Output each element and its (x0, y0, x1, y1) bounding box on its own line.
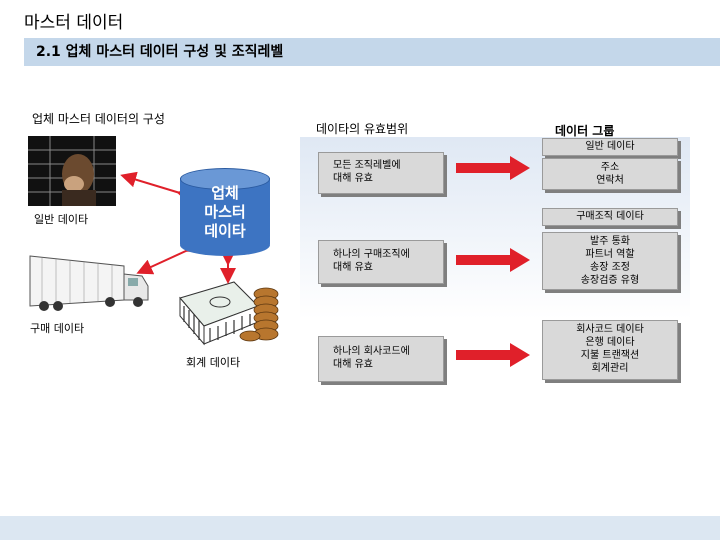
group-purch-title-box: 구매조직 데이타 (542, 208, 678, 226)
left-column-header: 업체 마스터 데이터의 구성 (32, 112, 165, 126)
group-general-title-box: 일반 데이타 (542, 138, 678, 156)
group-purch-items-box: 발주 통화 파트너 역할 송장 조정 송장검증 유형 (542, 232, 678, 290)
general-data-label: 일반 데이타 (34, 213, 89, 226)
scope-purch-org-box: 하나의 구매조직에 대해 유효 (318, 240, 444, 284)
group-cc-items-box: 회사코드 데이타 은행 데이타 지불 트랜잭션 회계관리 (542, 320, 678, 380)
scope-purch-org-text: 하나의 구매조직에 대해 유효 (333, 249, 410, 273)
slide-title: 마스터 데이터 (24, 13, 124, 33)
group-column-header: 데이터 그룹 (555, 124, 615, 138)
footer-band (0, 516, 720, 540)
slide-subtitle: 2.1 업체 마스터 데이터 구성 및 조직레벨 (36, 44, 284, 60)
accounting-data-label: 회계 데이타 (186, 356, 241, 369)
subtitle-band (24, 38, 720, 66)
group-general-items: 주소 연락처 (596, 162, 624, 186)
scope-all-org-box: 모든 조직레벨에 대해 유효 (318, 152, 444, 194)
truck-illustration (29, 255, 149, 311)
group-general-title: 일반 데이타 (585, 141, 635, 152)
scope-all-org-text: 모든 조직레벨에 대해 유효 (333, 160, 401, 184)
group-purch-items: 발주 통화 파트너 역할 송장 조정 송장검증 유형 (580, 236, 640, 286)
money-illustration (179, 281, 279, 346)
cylinder-label: 업체 마스터 데이타 (204, 184, 246, 240)
group-general-items-box: 주소 연락처 (542, 158, 678, 190)
scope-company-code-text: 하나의 회사코드에 대해 유효 (333, 346, 410, 370)
purchasing-data-label: 구매 데이타 (30, 322, 85, 335)
person-photo-illustration (28, 136, 116, 206)
group-purch-title: 구매조직 데이타 (576, 211, 644, 222)
cylinder-top (180, 168, 270, 190)
group-cc-items: 회사코드 데이타 은행 데이타 지불 트랜잭션 회계관리 (576, 324, 644, 374)
scope-column-header: 데이타의 유효범위 (316, 122, 409, 136)
scope-company-code-box: 하나의 회사코드에 대해 유효 (318, 336, 444, 382)
